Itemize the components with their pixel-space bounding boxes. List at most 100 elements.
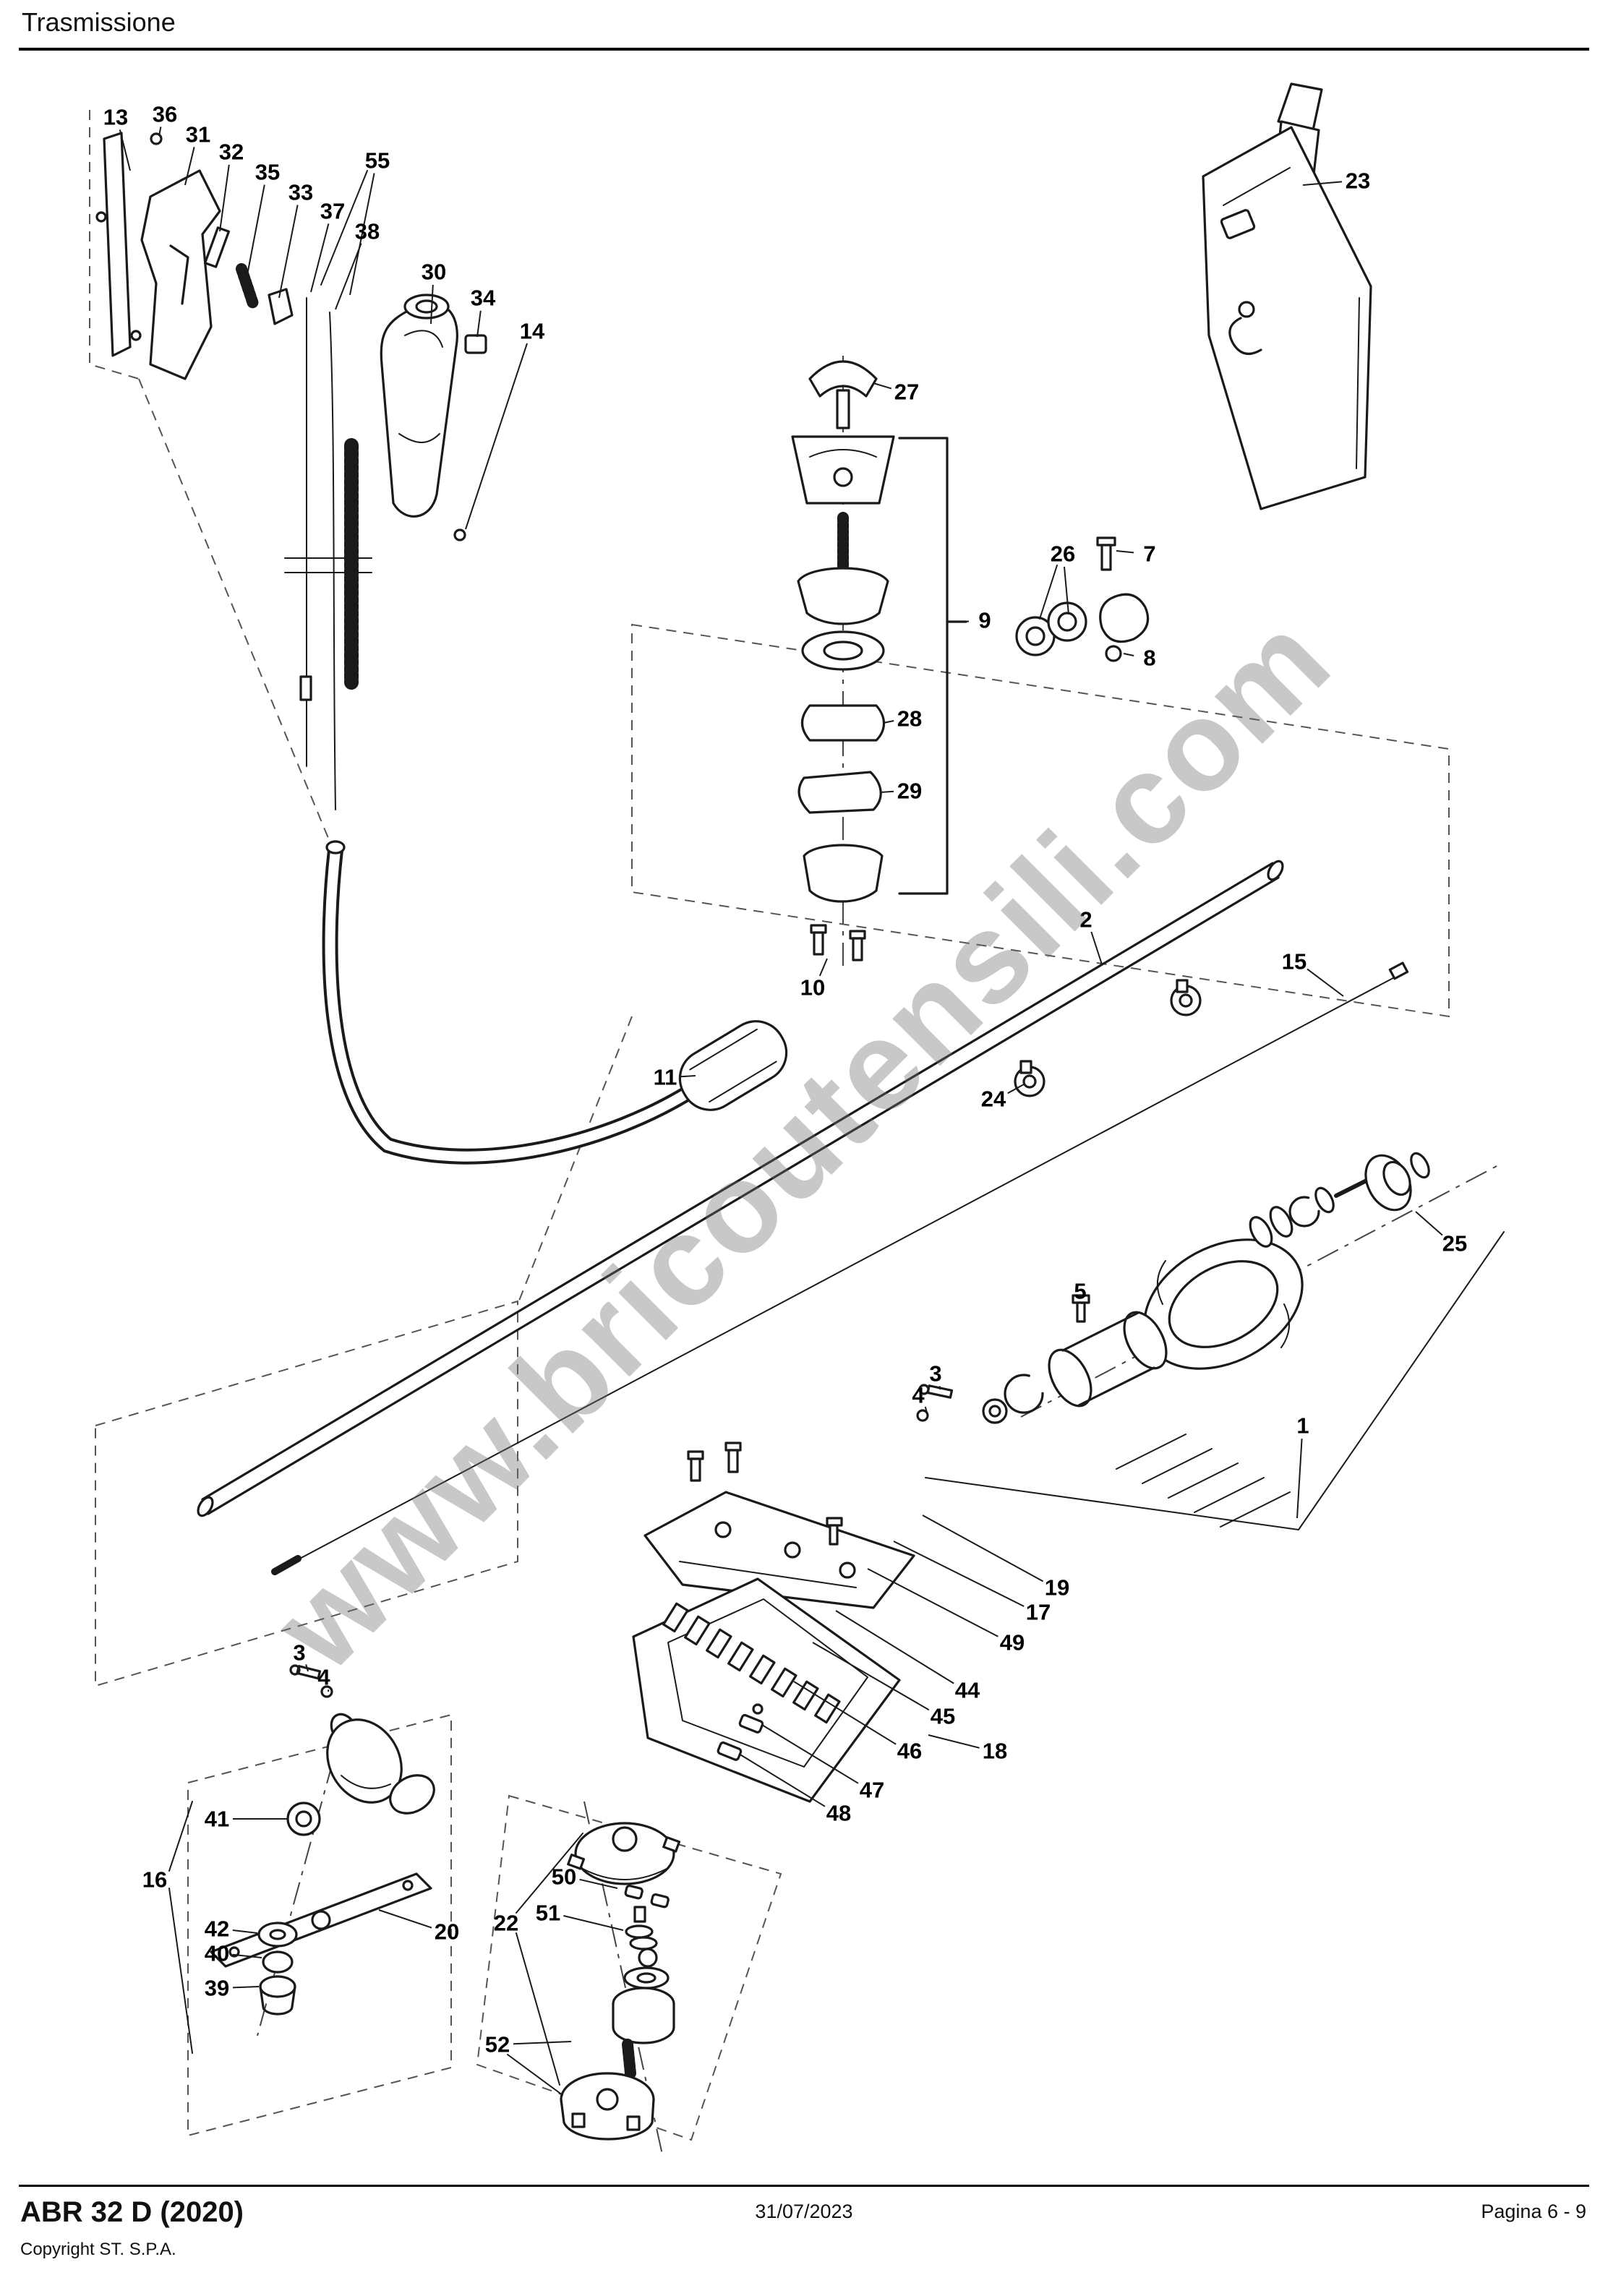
part-label: 45: [931, 1704, 955, 1729]
clutch-housing-group: [916, 1152, 1505, 1530]
part-leader-line: [158, 127, 162, 137]
label-bracket-lines: [168, 170, 1058, 2096]
part-label: 55: [365, 148, 390, 174]
part-leader-line: [335, 243, 362, 310]
center-axes: [257, 356, 1499, 2155]
part-label: 44: [955, 1678, 980, 1703]
part-label: 2: [1079, 907, 1092, 933]
footer-model: ABR 32 D (2020): [20, 2196, 244, 2228]
part-leader-line: [232, 1953, 262, 1958]
part-label: 48: [826, 1801, 851, 1826]
part-leader-line: [1090, 931, 1103, 965]
part-leader-line: [465, 343, 528, 530]
part-label: 28: [897, 706, 922, 732]
part-leader-line: [278, 205, 299, 299]
part-leader-line: [579, 1878, 618, 1889]
part-leader-line: [430, 284, 434, 325]
part-leader-line: [893, 1541, 1025, 1607]
part-label: 32: [219, 140, 244, 165]
part-label: 34: [471, 286, 496, 311]
part-label: 11: [654, 1065, 677, 1090]
part-label: 5: [1074, 1279, 1086, 1304]
part-leader-line: [232, 1929, 258, 1934]
part-label: 51: [536, 1901, 560, 1926]
header-divider: [19, 48, 1589, 51]
part-leader-line: [867, 1568, 998, 1637]
part-leader-line: [924, 1406, 928, 1413]
part-leader-line: [965, 620, 970, 622]
part-label: 52: [485, 2032, 510, 2057]
part-leader-line: [1306, 968, 1344, 997]
rear-handle-group: [95, 132, 487, 810]
part-leader-line: [476, 310, 482, 338]
part-label: 8: [1143, 646, 1155, 671]
part-label: 36: [153, 102, 177, 127]
part-label: 39: [205, 1976, 229, 2001]
guard-assembly-group: [632, 1442, 915, 1803]
part-label: 19: [1045, 1575, 1069, 1601]
part-leader-line: [1415, 1211, 1443, 1236]
harness-strap: [1202, 82, 1372, 510]
part-label: 26: [1051, 541, 1075, 567]
part-label: 24: [981, 1087, 1006, 1112]
part-label: 35: [255, 160, 280, 185]
part-leader-line: [247, 184, 265, 275]
part-label: 25: [1442, 1231, 1467, 1256]
part-label: 40: [205, 1941, 229, 1966]
part-leader-line: [818, 958, 828, 977]
part-label: 37: [320, 199, 345, 224]
shaft-clamps: [1014, 979, 1202, 1097]
drive-rod: [271, 961, 1409, 1575]
part-label: 23: [1346, 168, 1370, 194]
part-leader-line: [310, 223, 330, 293]
footer-page-number: Pagina 6 - 9: [1481, 2201, 1586, 2222]
part-label: 38: [355, 219, 380, 244]
part-label: 7: [1143, 541, 1155, 567]
part-label: 50: [552, 1864, 576, 1890]
part-label: 10: [800, 975, 825, 1001]
page-title: Trasmissione: [22, 7, 176, 37]
part-label: 41: [205, 1807, 229, 1832]
part-leader-line: [1296, 1438, 1303, 1519]
part-leader-line: [922, 1515, 1044, 1582]
part-leader-line: [928, 1734, 980, 1749]
part-label: 3: [293, 1640, 305, 1666]
part-label: 30: [422, 260, 446, 285]
part-leader-line: [349, 173, 375, 296]
footer-date: 31/07/2023: [755, 2201, 853, 2222]
part-leader-line: [563, 1915, 624, 1931]
footer-divider: [19, 2185, 1589, 2187]
part-label: 22: [494, 1911, 518, 1936]
part-leader-line: [513, 2041, 572, 2045]
trimmer-head-group: [560, 1822, 681, 2141]
part-label: 42: [205, 1916, 229, 1942]
part-label: 15: [1282, 949, 1306, 974]
drive-shaft-tube: [197, 860, 1284, 1517]
part-leader-line: [1007, 1084, 1025, 1095]
part-label: 13: [103, 105, 128, 130]
part-leader-line: [378, 1909, 432, 1929]
part-leader-line: [119, 129, 131, 171]
footer-copyright: Copyright ST. S.P.A.: [20, 2240, 176, 2259]
part-label: 1: [1296, 1413, 1309, 1439]
bevel-gear-head-group: [210, 1664, 435, 2016]
part-leader-line: [305, 1664, 309, 1672]
part-label: 46: [897, 1739, 922, 1764]
part-leader-line: [738, 1753, 826, 1807]
part-leader-line: [793, 1681, 897, 1745]
part-label: 27: [894, 380, 919, 405]
part-leader-line: [1302, 181, 1343, 186]
part-leader-line: [1116, 550, 1134, 554]
part-leader-line: [184, 147, 195, 186]
part-label: 29: [897, 779, 922, 804]
part-leader-line: [1123, 653, 1134, 656]
part-leader-line: [835, 1610, 954, 1684]
part-label: 47: [860, 1778, 884, 1803]
part-label: 20: [435, 1919, 459, 1945]
part-label: 33: [288, 180, 313, 205]
handlebar-clamp-stack: [791, 360, 967, 961]
part-leader-line: [812, 1642, 930, 1711]
